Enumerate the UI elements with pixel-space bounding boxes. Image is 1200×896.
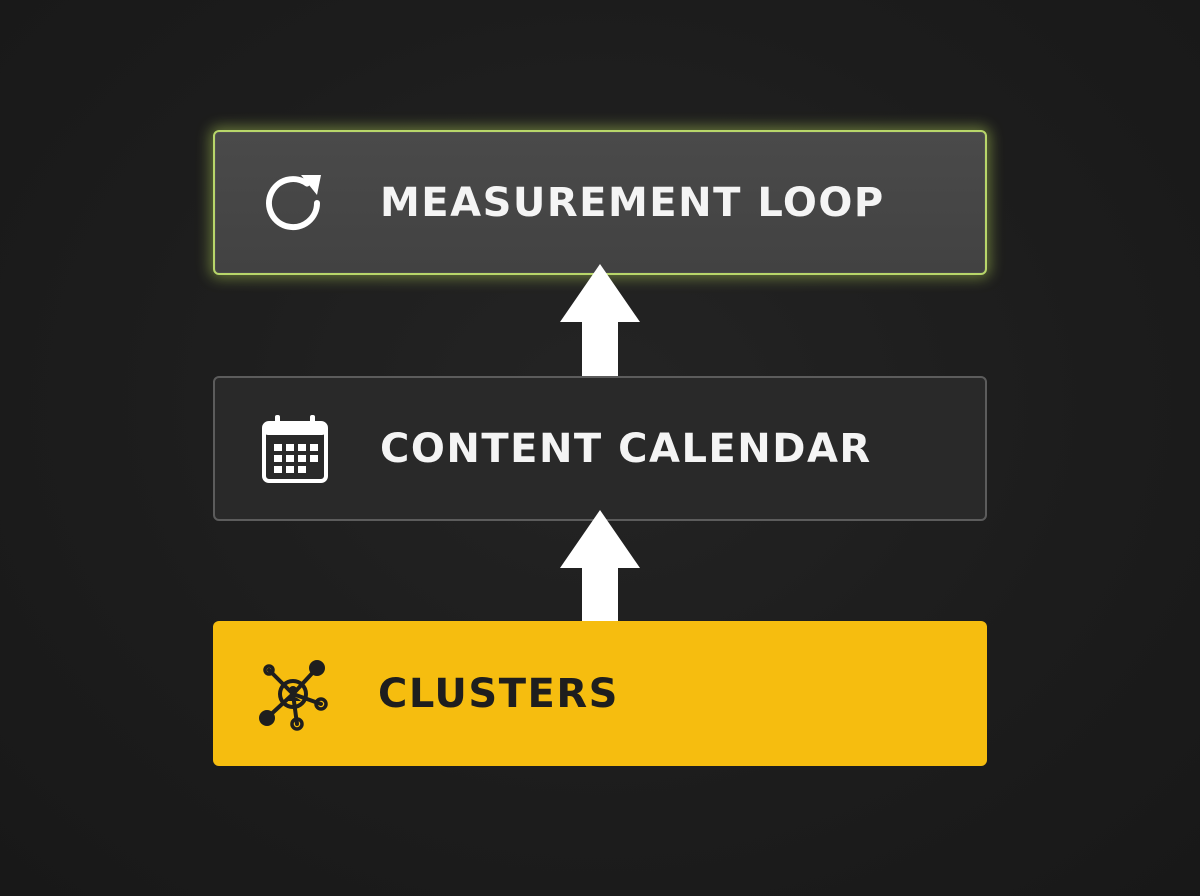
arrow-up-to-content-calendar: [560, 510, 640, 621]
calendar-icon: [257, 411, 333, 487]
clusters-label: CLUSTERS: [378, 670, 619, 717]
measurement-loop-label: MEASUREMENT LOOP: [380, 179, 885, 226]
content-calendar-label: CONTENT CALENDAR: [380, 425, 872, 472]
clusters-box: CLUSTERS: [213, 621, 987, 766]
measurement-loop-box: MEASUREMENT LOOP: [213, 130, 987, 275]
content-calendar-box: CONTENT CALENDAR: [213, 376, 987, 521]
network-cluster-icon: [255, 656, 331, 732]
refresh-icon: [257, 165, 333, 241]
arrow-up-to-measurement-loop: [560, 264, 640, 376]
